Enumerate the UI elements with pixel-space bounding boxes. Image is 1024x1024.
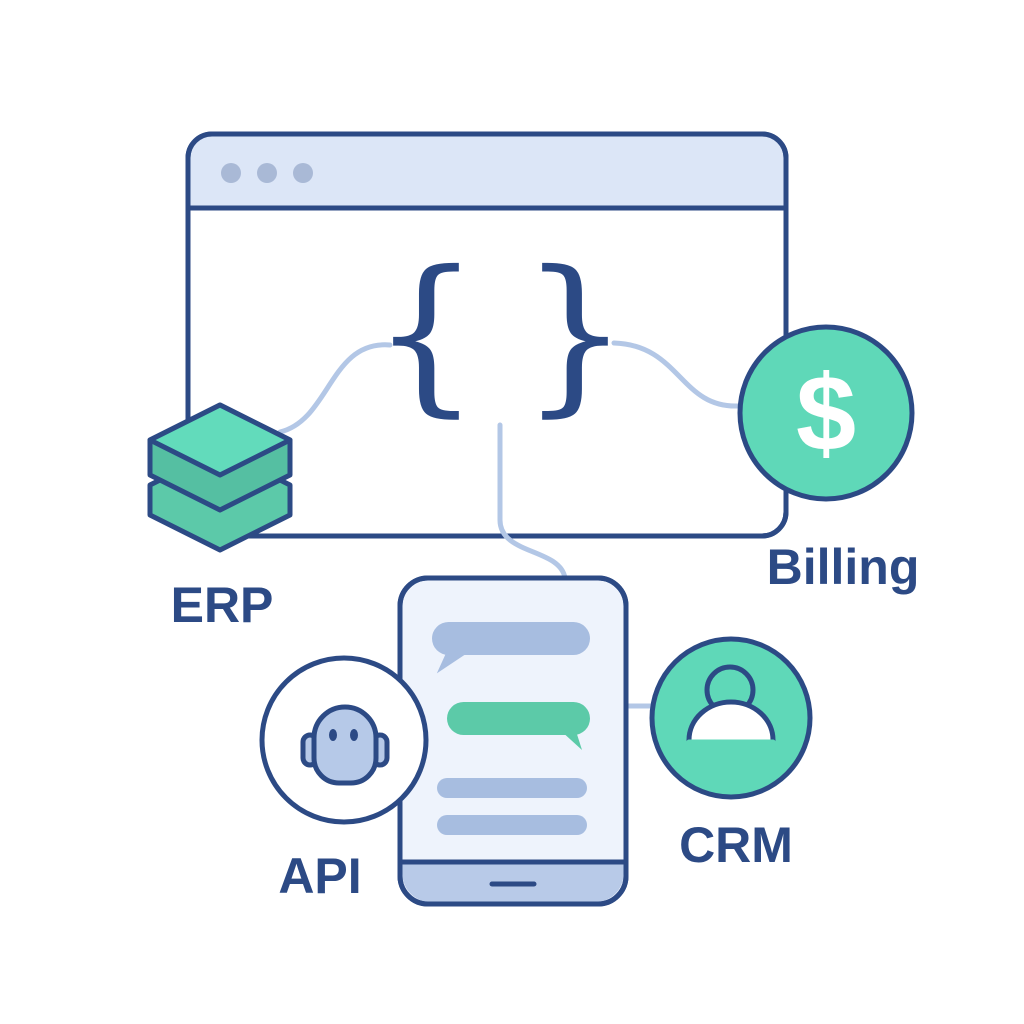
open-brace: { <box>372 235 480 433</box>
billing-node: $ <box>737 324 915 502</box>
connector-phone <box>497 422 568 581</box>
code-braces-icon: { } <box>372 235 629 433</box>
chat-bubble-reply <box>447 702 590 750</box>
chat-bubble-icon <box>432 622 590 674</box>
user-icon <box>686 664 776 745</box>
phone-chat <box>397 575 629 907</box>
erp-label: ERP <box>171 577 274 633</box>
code-window: { } <box>185 131 789 539</box>
connector-erp <box>277 342 393 435</box>
text-line <box>437 778 587 798</box>
connector-billing <box>611 340 741 409</box>
api-label: API <box>278 848 361 904</box>
dollar-icon: $ <box>796 352 856 473</box>
api-node <box>259 655 429 825</box>
crm-node <box>649 636 813 800</box>
text-line <box>437 815 587 835</box>
window-dots-icon <box>221 163 313 183</box>
database-stack-icon <box>147 402 293 553</box>
billing-label: Billing <box>767 539 920 595</box>
robot-icon <box>300 704 390 786</box>
crm-label: CRM <box>679 817 793 873</box>
close-brace: } <box>521 235 629 433</box>
connectors <box>277 340 741 709</box>
